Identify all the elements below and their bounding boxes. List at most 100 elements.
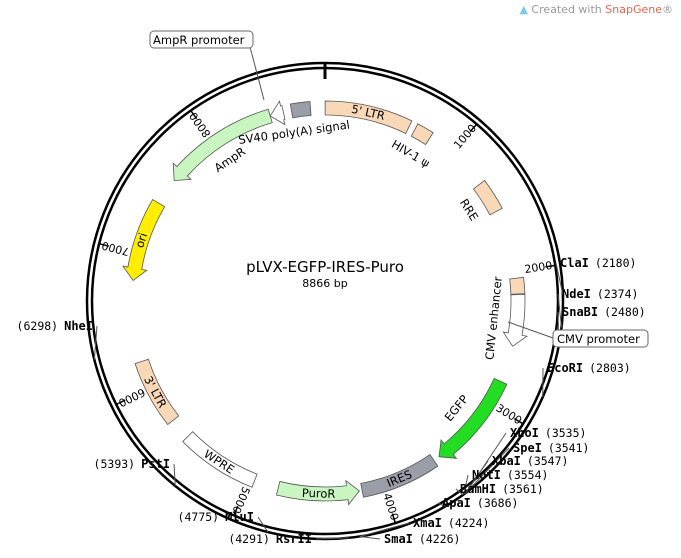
tick-mark bbox=[545, 264, 556, 268]
site-mlui[interactable]: (4775) MluI bbox=[178, 510, 254, 524]
feature-ampr[interactable] bbox=[172, 108, 273, 182]
feature-ori[interactable] bbox=[122, 199, 166, 282]
cmv-promoter-box bbox=[552, 329, 649, 348]
site-name: ClaI bbox=[560, 256, 589, 270]
tick-mark bbox=[514, 417, 524, 425]
site-name: EcoRI bbox=[547, 361, 583, 375]
feature-feature-13[interactable] bbox=[289, 101, 312, 119]
site-name: PstI bbox=[141, 457, 170, 471]
ampr-promoter-label: AmpR promoter bbox=[153, 33, 245, 47]
site-name: NdeI bbox=[562, 287, 591, 301]
site-ecori[interactable]: EcoRI (2803) bbox=[547, 361, 631, 375]
site-xhoi[interactable]: XhoI (3535) bbox=[510, 426, 586, 440]
feature-label-egfp: EGFP bbox=[442, 392, 472, 424]
plasmid-length: 8866 bp bbox=[302, 277, 347, 290]
site-bamhi[interactable]: BamHI(3561) bbox=[460, 482, 544, 496]
site-position: (3547) bbox=[527, 454, 569, 468]
site-spei[interactable]: SpeI (3541) bbox=[513, 441, 589, 455]
feature-label-rre: RRE bbox=[457, 196, 481, 223]
site-name: NotI bbox=[472, 468, 501, 482]
site-nhei[interactable]: (6298)NheI bbox=[17, 319, 93, 333]
tick-mark bbox=[391, 513, 397, 524]
site-position: (5393) bbox=[94, 457, 136, 471]
plasmid-name: pLVX-EGFP-IRES-Puro bbox=[246, 258, 404, 276]
site-leader-nhei bbox=[93, 325, 98, 360]
site-name: MluI bbox=[225, 510, 254, 524]
tick-mark bbox=[115, 399, 126, 406]
site-name: ApaI bbox=[442, 496, 471, 510]
feature-5-ltr[interactable] bbox=[324, 100, 413, 134]
tick-mark bbox=[98, 242, 110, 247]
tick-label: 6000 bbox=[116, 385, 147, 409]
feature-feature-3[interactable] bbox=[509, 276, 526, 295]
site-leader-xmai bbox=[359, 522, 410, 537]
site-leader-noti bbox=[463, 474, 469, 495]
site-leader-rsrii bbox=[315, 537, 349, 540]
site-leader-clai bbox=[555, 262, 564, 295]
feature-ires[interactable] bbox=[360, 454, 439, 498]
site-name: XhoI bbox=[510, 426, 539, 440]
watermark-prefix: Created with bbox=[531, 3, 606, 16]
feature-rre[interactable] bbox=[472, 179, 503, 216]
tick-label: 7000 bbox=[100, 239, 130, 258]
feature-3-ltr[interactable] bbox=[134, 358, 180, 426]
feature-puror[interactable] bbox=[275, 479, 360, 506]
site-position: (4224) bbox=[448, 516, 490, 530]
site-position: (2180) bbox=[595, 256, 637, 270]
site-leader-xbai bbox=[464, 460, 489, 494]
site-rsrii[interactable]: (4291) RsrII bbox=[228, 532, 312, 546]
cmv-promoter-label: CMV promoter bbox=[557, 332, 640, 346]
site-leader-spei bbox=[465, 447, 510, 494]
site-leader-apai bbox=[437, 502, 446, 507]
ampr-promoter-box bbox=[149, 30, 254, 49]
site-apai[interactable]: ApaI (3686) bbox=[442, 496, 518, 510]
watermark-icon: ▲ bbox=[519, 3, 528, 16]
site-position: (3535) bbox=[545, 426, 587, 440]
site-smai[interactable]: SmaI(4226) bbox=[384, 532, 460, 546]
feature-label-wpre: WPRE bbox=[201, 447, 237, 477]
site-name: XmaI bbox=[413, 516, 442, 530]
site-xbai[interactable]: XbaI (3547) bbox=[492, 454, 568, 468]
site-position: (4775) bbox=[178, 510, 220, 524]
tick-mark bbox=[469, 123, 478, 133]
ampr-promoter-leader bbox=[249, 46, 265, 101]
site-position: (2480) bbox=[604, 305, 646, 319]
site-position: (6298) bbox=[17, 319, 59, 333]
site-name: XbaI bbox=[492, 454, 521, 468]
site-ndei[interactable]: NdeI (2374) bbox=[562, 287, 638, 301]
cmv-promoter-leader bbox=[507, 321, 554, 339]
tick-label: 4000 bbox=[380, 491, 401, 522]
restriction-sites: ClaI (2180) NdeI (2374) SnaBI (2480) EcoRI (280… bbox=[17, 256, 646, 546]
site-noti[interactable]: NotI (3554) bbox=[472, 468, 548, 482]
site-name: RsrII bbox=[276, 532, 312, 546]
site-clai[interactable]: ClaI (2180) bbox=[560, 256, 636, 270]
site-leader-smai bbox=[359, 535, 381, 540]
site-position: (2803) bbox=[589, 361, 631, 375]
site-name: SnaBI bbox=[562, 305, 598, 319]
site-position: (3686) bbox=[477, 496, 519, 510]
watermark-suffix: ® bbox=[662, 3, 673, 16]
site-position: (3541) bbox=[548, 441, 590, 455]
site-leader-bamhi bbox=[455, 488, 464, 496]
site-name: BamHI bbox=[460, 482, 496, 496]
site-snabi[interactable]: SnaBI (2480) bbox=[562, 305, 646, 319]
feature-label-cmv-enhancer: CMV enhancer bbox=[482, 276, 504, 361]
site-position: (3554) bbox=[507, 468, 549, 482]
feature-feature-12[interactable] bbox=[269, 100, 286, 126]
site-position: (2374) bbox=[597, 287, 639, 301]
ampr-promoter-callout: AmpR promoter bbox=[149, 30, 265, 101]
feature-wpre[interactable] bbox=[182, 431, 258, 488]
site-position: (4291) bbox=[228, 532, 270, 546]
site-xmai[interactable]: XmaI (4224) bbox=[413, 516, 489, 530]
cmv-promoter-callout: CMV promoter bbox=[507, 321, 649, 348]
tick-label: 8000 bbox=[187, 110, 214, 140]
site-position: (4226) bbox=[419, 532, 461, 546]
feature-egfp[interactable] bbox=[438, 377, 508, 459]
site-leader-mlui bbox=[257, 516, 269, 533]
site-leader-ndei bbox=[557, 293, 563, 328]
tick-mark bbox=[233, 505, 239, 516]
feature-hiv-1[interactable] bbox=[410, 123, 434, 146]
feature-cmv-enhancer[interactable] bbox=[502, 293, 528, 347]
site-psti[interactable]: (5393) PstI bbox=[94, 457, 170, 471]
site-name: SpeI bbox=[513, 441, 542, 455]
